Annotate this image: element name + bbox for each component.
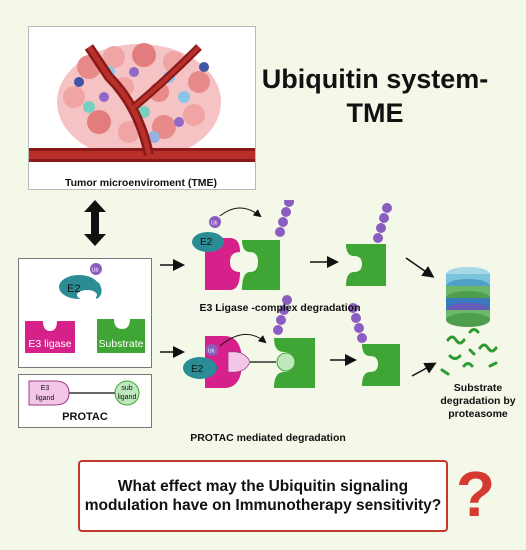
- protac-illustration: E3 ligand sub ligand PROTAC: [28, 380, 140, 423]
- legend-e2-enzyme: E2: [59, 275, 102, 300]
- figure-title: Ubiquitin system-TME: [261, 64, 489, 128]
- protac-label: PROTAC: [62, 411, 108, 423]
- protac-complex-step1: E2 Ub: [183, 295, 315, 388]
- legend-ub: Ub: [90, 263, 102, 275]
- tumor-microenvironment-illustration: [29, 43, 255, 162]
- protac-pathway-caption: PROTAC mediated degradation: [190, 432, 346, 444]
- proteasome-icon: [446, 267, 490, 327]
- protac-sub-ligand-line1: sub: [121, 385, 132, 392]
- legend-panel: E2 Ub E3 ligase Substrate: [18, 258, 152, 368]
- tme-caption: Tumor microenviroment (TME): [64, 177, 218, 189]
- svg-text:Ub: Ub: [211, 221, 218, 227]
- degraded-peptides: [440, 328, 498, 376]
- arrow-e3-to-proteasome: [405, 257, 435, 278]
- e3-complex-step1: E2 Ub: [192, 200, 294, 290]
- legend-substrate: Substrate: [97, 319, 145, 353]
- svg-text:Ub: Ub: [208, 349, 215, 355]
- question-text: What effect may the Ubiquitin signaling …: [84, 478, 442, 514]
- e3-pathway-caption: E3 Ligase -complex degradation: [199, 302, 361, 314]
- legend-illustration: E2 Ub E3 ligase Substrate: [25, 263, 145, 353]
- degradation-pathway-diagram: E2 Ub: [160, 200, 498, 388]
- protac-sub-ligand-line2: ligand: [118, 394, 137, 401]
- double-arrow-icon: [84, 200, 106, 246]
- question-mark-icon: ?: [456, 458, 496, 530]
- protac-e3-ligand-line1: E3: [41, 385, 50, 392]
- tme-illustration-panel: [28, 26, 256, 190]
- legend-e3-label: E3 ligase: [28, 338, 71, 350]
- e2-label-row2: E2: [191, 364, 204, 375]
- legend-substrate-label: Substrate: [99, 338, 144, 350]
- e2-label-row1: E2: [200, 237, 213, 248]
- question-box: What effect may the Ubiquitin signaling …: [78, 460, 448, 532]
- protac-e3-ligand-line2: ligand: [36, 395, 55, 402]
- legend-ub-label: Ub: [92, 268, 99, 274]
- arrow-protac-to-proteasome: [411, 362, 437, 377]
- protac-complex-step2: [348, 303, 400, 386]
- blood-vessel: [29, 44, 255, 162]
- protac-legend-panel: E3 ligand sub ligand PROTAC: [18, 374, 152, 428]
- legend-e2-label: E2: [67, 283, 80, 295]
- legend-e3-ligase: E3 ligase: [25, 321, 75, 353]
- e3-complex-step2: [346, 203, 392, 286]
